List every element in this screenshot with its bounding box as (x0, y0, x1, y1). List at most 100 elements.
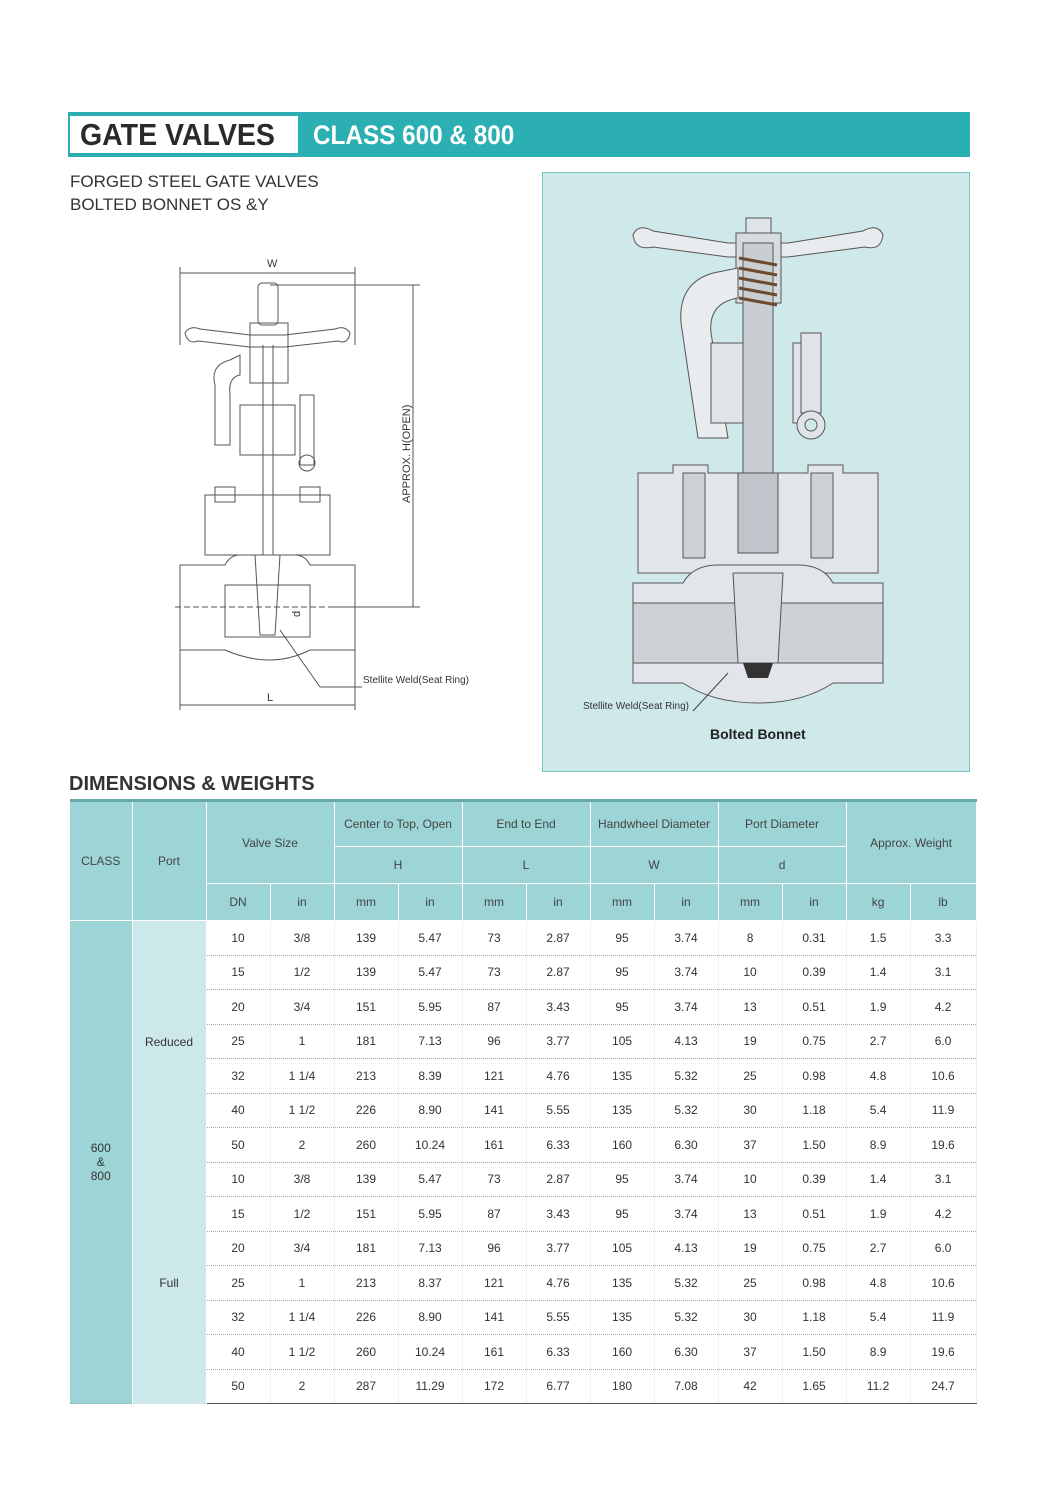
table-cell: 7.13 (398, 1231, 463, 1266)
description-line-2: BOLTED BONNET OS &Y (70, 195, 269, 214)
table-cell: 6.0 (910, 1024, 977, 1059)
description-line-1: FORGED STEEL GATE VALVES (70, 172, 319, 191)
table-cell: 25 (206, 1024, 271, 1059)
table-cell: 40 (206, 1093, 271, 1128)
table-cell: 8.39 (398, 1058, 463, 1094)
drawing-label-l: L (267, 692, 273, 704)
header-unit: mm (590, 883, 655, 921)
dimensions-table: CLASS Port Valve Size Center to Top, Ope… (70, 799, 977, 1404)
table-cell: 1.50 (782, 1127, 847, 1163)
header-symbol-d: d (718, 846, 847, 884)
table-cell: 10 (718, 955, 783, 990)
table-cell: 73 (462, 955, 527, 990)
header-port: Port (132, 799, 207, 921)
table-cell: 260 (334, 1334, 399, 1370)
drawing-label-seat: Stellite Weld(Seat Ring) (363, 675, 469, 686)
table-cell: 30 (718, 1093, 783, 1128)
table-cell: 4.76 (526, 1058, 591, 1094)
table-cell: 1 (270, 1265, 335, 1301)
header-unit: mm (334, 883, 399, 921)
table-cell: 6.30 (654, 1334, 719, 1370)
table-cell: 4.2 (910, 1196, 977, 1232)
table-cell: 3/4 (270, 989, 335, 1025)
table-cell: 180 (590, 1369, 655, 1404)
table-cell: 20 (206, 989, 271, 1025)
page-title: GATE VALVES (80, 117, 275, 152)
table-cell: 5.32 (654, 1058, 719, 1094)
table-cell: 161 (462, 1334, 527, 1370)
table-cell: 5.55 (526, 1093, 591, 1128)
table-cell: 10.6 (910, 1265, 977, 1301)
table-cell: 1.9 (846, 989, 911, 1025)
table-cell: 1.50 (782, 1334, 847, 1370)
table-cell: 213 (334, 1058, 399, 1094)
table-cell: 95 (590, 920, 655, 956)
table-cell: 50 (206, 1127, 271, 1163)
table-cell: 11.9 (910, 1300, 977, 1335)
table-cell: 5.47 (398, 955, 463, 990)
class-cell: 600&800 (70, 920, 133, 1404)
table-cell: 0.39 (782, 955, 847, 990)
table-cell: 2.87 (526, 955, 591, 990)
table-cell: 3.1 (910, 955, 977, 990)
table-cell: 50 (206, 1369, 271, 1404)
class-label-line: & (96, 1155, 105, 1169)
table-cell: 181 (334, 1231, 399, 1266)
table-cell: 37 (718, 1334, 783, 1370)
table-cell: 5.47 (398, 920, 463, 956)
table-cell: 0.75 (782, 1024, 847, 1059)
table-cell: 5.4 (846, 1300, 911, 1335)
table-cell: 8.37 (398, 1265, 463, 1301)
table-cell: 32 (206, 1058, 271, 1094)
cutaway-svg: Stellite Weld(Seat Ring) Bolted Bonnet (583, 217, 884, 742)
table-cell: 1.65 (782, 1369, 847, 1404)
header-weight: Approx. Weight (846, 799, 977, 884)
header-unit: in (782, 883, 847, 921)
table-cell: 19.6 (910, 1127, 977, 1163)
table-cell: 5.32 (654, 1265, 719, 1301)
table-cell: 4.76 (526, 1265, 591, 1301)
table-cell: 87 (462, 1196, 527, 1232)
header-unit: lb (910, 883, 977, 921)
table-cell: 0.51 (782, 989, 847, 1025)
table-cell: 6.33 (526, 1334, 591, 1370)
table-cell: 139 (334, 955, 399, 990)
table-cell: 4.13 (654, 1231, 719, 1266)
table-cell: 1 1/4 (270, 1058, 335, 1094)
table-cell: 181 (334, 1024, 399, 1059)
table-cell: 8.90 (398, 1300, 463, 1335)
table-cell: 1 (270, 1024, 335, 1059)
table-cell: 25 (206, 1265, 271, 1301)
table-cell: 32 (206, 1300, 271, 1335)
table-cell: 19 (718, 1231, 783, 1266)
table-cell: 2 (270, 1127, 335, 1163)
header-unit: in (270, 883, 335, 921)
page-subtitle: CLASS 600 & 800 (313, 120, 515, 150)
table-cell: 151 (334, 1196, 399, 1232)
table-cell: 7.08 (654, 1369, 719, 1404)
valve-line-drawing: W L APPROX. H(OPEN) d Stellite Weld(Seat… (175, 258, 469, 710)
table-cell: 287 (334, 1369, 399, 1404)
table-cell: 3.77 (526, 1231, 591, 1266)
port-cell: Full (132, 1162, 207, 1404)
table-cell: 6.0 (910, 1231, 977, 1266)
table-cell: 4.8 (846, 1058, 911, 1094)
table-cell: 105 (590, 1231, 655, 1266)
header-unit: kg (846, 883, 911, 921)
table-cell: 3.74 (654, 920, 719, 956)
header-valve-size: Valve Size (206, 799, 335, 884)
class-label-line: 600 (90, 1141, 111, 1155)
table-cell: 1/2 (270, 1196, 335, 1232)
table-cell: 3.3 (910, 920, 977, 956)
table-cell: 95 (590, 1196, 655, 1232)
table-cell: 1 1/2 (270, 1093, 335, 1128)
table-cell: 10 (206, 920, 271, 956)
table-cell: 5.55 (526, 1300, 591, 1335)
header-unit: mm (462, 883, 527, 921)
header-symbol-l: L (462, 846, 591, 884)
